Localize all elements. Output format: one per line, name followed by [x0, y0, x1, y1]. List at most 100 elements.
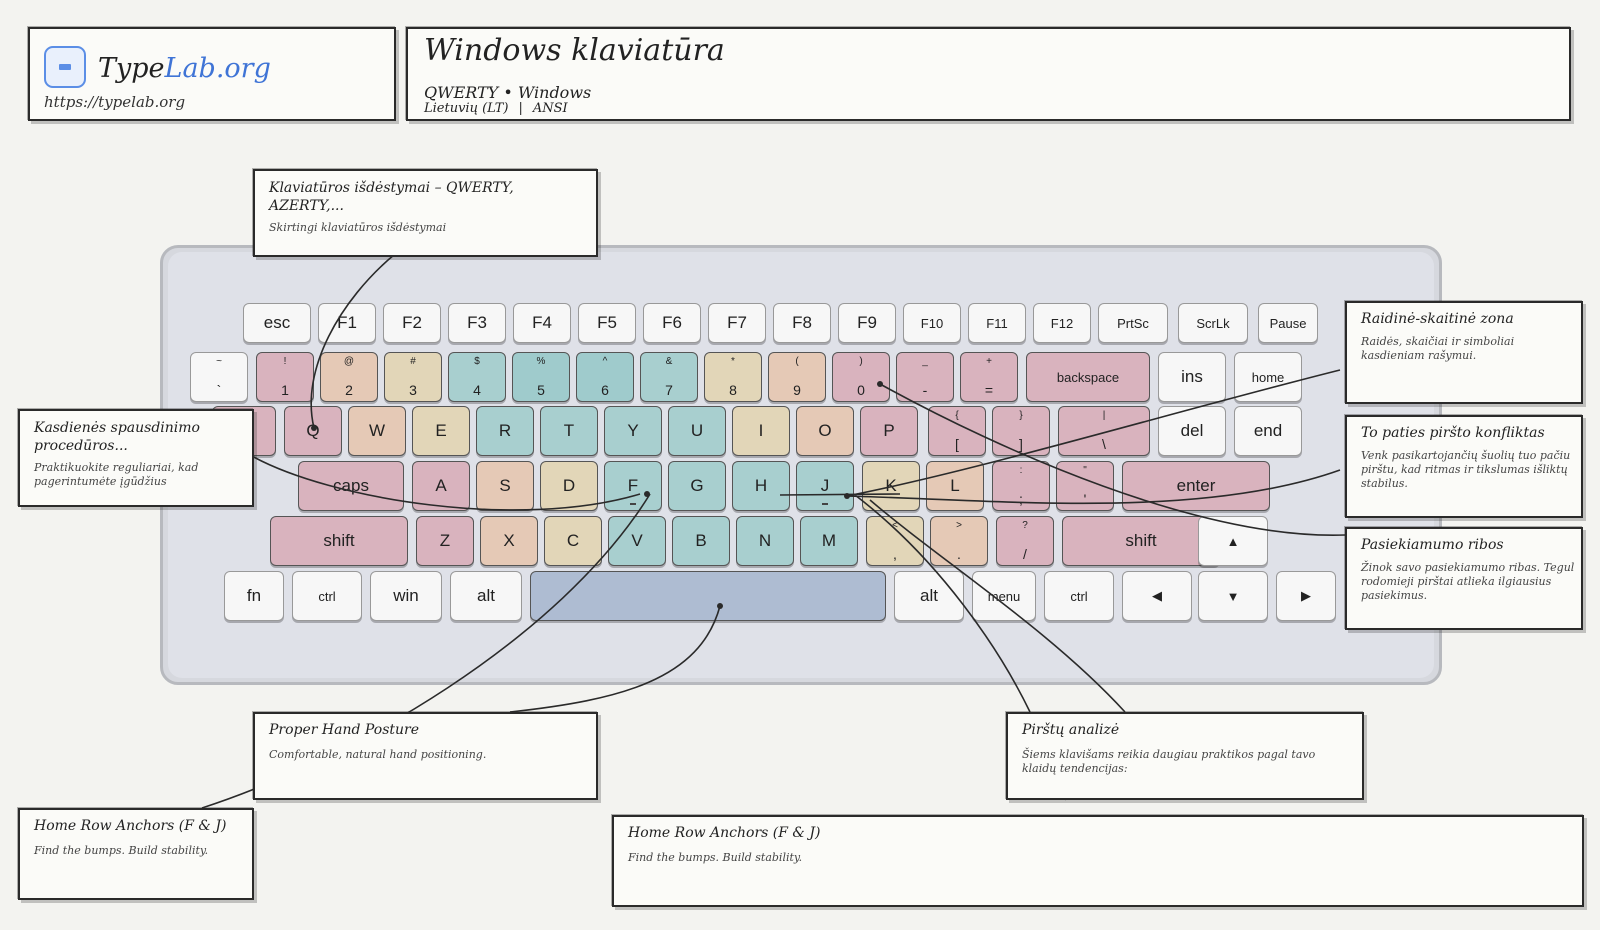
- key-fn[interactable]: fn: [224, 571, 284, 621]
- key-semicolon[interactable]: :;: [992, 461, 1050, 511]
- callout-alnum[interactable]: Raidinė-skaitinė zona Raidės, skaičiai i…: [1345, 301, 1583, 404]
- key-ctrl-right[interactable]: ctrl: [1044, 571, 1114, 621]
- key-menu[interactable]: menu: [972, 571, 1036, 621]
- key-4[interactable]: $4: [448, 352, 506, 402]
- key-l[interactable]: L: [926, 461, 984, 511]
- key-f11[interactable]: F11: [968, 303, 1026, 343]
- key-period[interactable]: >.: [930, 516, 988, 566]
- key-end[interactable]: end: [1234, 406, 1302, 456]
- keyboard-icon: [44, 46, 86, 88]
- key-n[interactable]: N: [736, 516, 794, 566]
- callout-posture[interactable]: Proper Hand Posture Comfortable, natural…: [253, 712, 598, 800]
- key-c[interactable]: C: [544, 516, 602, 566]
- key-0[interactable]: )0: [832, 352, 890, 402]
- key-f10[interactable]: F10: [903, 303, 961, 343]
- key-enter[interactable]: enter: [1122, 461, 1270, 511]
- arrow-down-icon[interactable]: ▼: [1198, 571, 1268, 621]
- brand-name[interactable]: TypeLab.org: [98, 53, 271, 84]
- key-f9[interactable]: F9: [838, 303, 896, 343]
- key-win[interactable]: win: [370, 571, 442, 621]
- key-alt-left[interactable]: alt: [450, 571, 522, 621]
- key-caps[interactable]: caps: [298, 461, 404, 511]
- key-i[interactable]: I: [732, 406, 790, 456]
- key-backslash[interactable]: |\: [1058, 406, 1150, 456]
- key-f7[interactable]: F7: [708, 303, 766, 343]
- key-f12[interactable]: F12: [1033, 303, 1091, 343]
- key-1[interactable]: !1: [256, 352, 314, 402]
- key-k[interactable]: K: [862, 461, 920, 511]
- key-d[interactable]: D: [540, 461, 598, 511]
- key-o[interactable]: O: [796, 406, 854, 456]
- key-comma[interactable]: <,: [866, 516, 924, 566]
- key-slash[interactable]: ?/: [996, 516, 1054, 566]
- key-p[interactable]: P: [860, 406, 918, 456]
- key-8[interactable]: *8: [704, 352, 762, 402]
- key-m[interactable]: M: [800, 516, 858, 566]
- key-backtick[interactable]: ~`: [190, 352, 248, 402]
- arrow-left-icon[interactable]: ◀: [1122, 571, 1192, 621]
- key-z[interactable]: Z: [416, 516, 474, 566]
- key-h[interactable]: H: [732, 461, 790, 511]
- key-lbracket[interactable]: {[: [928, 406, 986, 456]
- key-q[interactable]: Q: [284, 406, 342, 456]
- key-backspace[interactable]: backspace: [1026, 352, 1150, 402]
- page-title: Windows klaviatūra: [424, 33, 725, 68]
- key-shift-right[interactable]: shift: [1062, 516, 1220, 566]
- key-2[interactable]: @2: [320, 352, 378, 402]
- key-pause[interactable]: Pause: [1258, 303, 1318, 343]
- key-j[interactable]: J: [796, 461, 854, 511]
- callout-anchors-bottom[interactable]: Home Row Anchors (F & J) Find the bumps.…: [612, 815, 1584, 907]
- key-5[interactable]: %5: [512, 352, 570, 402]
- key-prtsc[interactable]: PrtSc: [1098, 303, 1168, 343]
- key-w[interactable]: W: [348, 406, 406, 456]
- key-rbracket[interactable]: }]: [992, 406, 1050, 456]
- key-f6[interactable]: F6: [643, 303, 701, 343]
- key-v[interactable]: V: [608, 516, 666, 566]
- logo-card: TypeLab.org https://typelab.org: [28, 27, 396, 121]
- key-equals[interactable]: +=: [960, 352, 1018, 402]
- key-s[interactable]: S: [476, 461, 534, 511]
- brand-url[interactable]: https://typelab.org: [44, 93, 186, 111]
- callout-reach[interactable]: Pasiekiamumo ribos Žinok savo pasiekiamu…: [1345, 527, 1583, 630]
- key-f2[interactable]: F2: [383, 303, 441, 343]
- key-del[interactable]: del: [1158, 406, 1226, 456]
- key-scrlk[interactable]: ScrLk: [1178, 303, 1248, 343]
- key-r[interactable]: R: [476, 406, 534, 456]
- key-3[interactable]: #3: [384, 352, 442, 402]
- callout-samefinger[interactable]: To paties piršto konfliktas Venk pasikar…: [1345, 415, 1583, 518]
- key-g[interactable]: G: [668, 461, 726, 511]
- standard-label: ANSI: [532, 101, 568, 116]
- key-x[interactable]: X: [480, 516, 538, 566]
- callout-anchors-left[interactable]: Home Row Anchors (F & J) Find the bumps.…: [18, 808, 254, 900]
- key-u[interactable]: U: [668, 406, 726, 456]
- callout-layouts[interactable]: Klaviatūros išdėstymai – QWERTY, AZERTY,…: [253, 169, 598, 257]
- key-t[interactable]: T: [540, 406, 598, 456]
- key-f4[interactable]: F4: [513, 303, 571, 343]
- callout-daily[interactable]: Kasdienės spausdinimo procedūros... Prak…: [18, 409, 254, 507]
- key-y[interactable]: Y: [604, 406, 662, 456]
- key-b[interactable]: B: [672, 516, 730, 566]
- key-esc[interactable]: esc: [243, 303, 311, 343]
- key-f8[interactable]: F8: [773, 303, 831, 343]
- key-alt-right[interactable]: alt: [894, 571, 964, 621]
- key-ctrl-left[interactable]: ctrl: [292, 571, 362, 621]
- callout-finger-analysis[interactable]: Pirštų analizė Šiems klavišams reikia da…: [1006, 712, 1364, 800]
- key-f1[interactable]: F1: [318, 303, 376, 343]
- key-ins[interactable]: ins: [1158, 352, 1226, 402]
- key-shift-left[interactable]: shift: [270, 516, 408, 566]
- key-f5[interactable]: F5: [578, 303, 636, 343]
- key-home[interactable]: home: [1234, 352, 1302, 402]
- key-minus[interactable]: _-: [896, 352, 954, 402]
- key-space[interactable]: [530, 571, 886, 621]
- key-7[interactable]: &7: [640, 352, 698, 402]
- key-f3[interactable]: F3: [448, 303, 506, 343]
- arrow-right-icon[interactable]: ▶: [1276, 571, 1336, 621]
- key-f[interactable]: F: [604, 461, 662, 511]
- key-quote[interactable]: "': [1056, 461, 1114, 511]
- key-6[interactable]: ^6: [576, 352, 634, 402]
- key-e[interactable]: E: [412, 406, 470, 456]
- key-9[interactable]: (9: [768, 352, 826, 402]
- arrow-up-icon[interactable]: ▲: [1198, 516, 1268, 566]
- key-a[interactable]: A: [412, 461, 470, 511]
- layout-meta: Lietuvių (LT)|ANSI: [424, 101, 568, 116]
